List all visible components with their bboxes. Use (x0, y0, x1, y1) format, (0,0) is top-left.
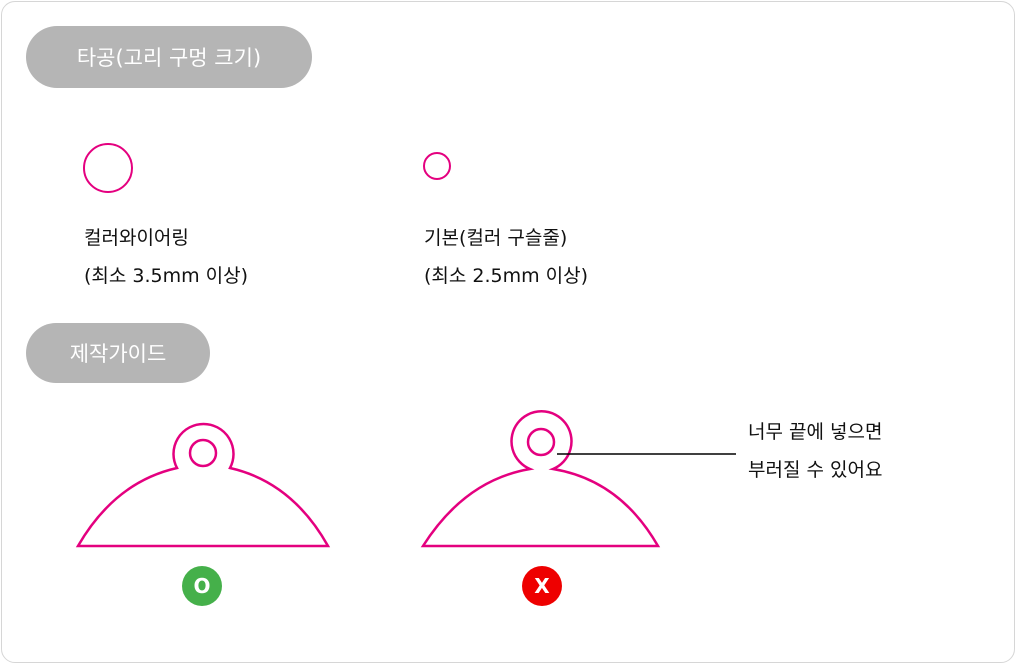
wrong-badge: X (522, 566, 562, 606)
wrong-shape (420, 410, 661, 548)
correct-hole (188, 438, 218, 468)
guide-title: 제작가이드 (26, 323, 210, 383)
wrong-hole (526, 427, 556, 457)
bead-chain-hole-icon (423, 152, 451, 180)
option-1-name: 컬러와이어링 (84, 227, 189, 249)
correct-badge: O (182, 566, 222, 606)
hole-size-title: 타공(고리 구멍 크기) (26, 26, 312, 88)
wire-ring-hole-icon (83, 143, 133, 193)
correct-shape (75, 422, 331, 548)
option-1-spec: (최소 3.5mm 이상) (84, 265, 249, 287)
warning-line-2: 부러질 수 있어요 (748, 459, 883, 481)
warning-line-1: 너무 끝에 넣으면 (748, 421, 883, 443)
option-2-name: 기본(컬러 구슬줄) (424, 227, 568, 249)
option-2-spec: (최소 2.5mm 이상) (424, 265, 589, 287)
